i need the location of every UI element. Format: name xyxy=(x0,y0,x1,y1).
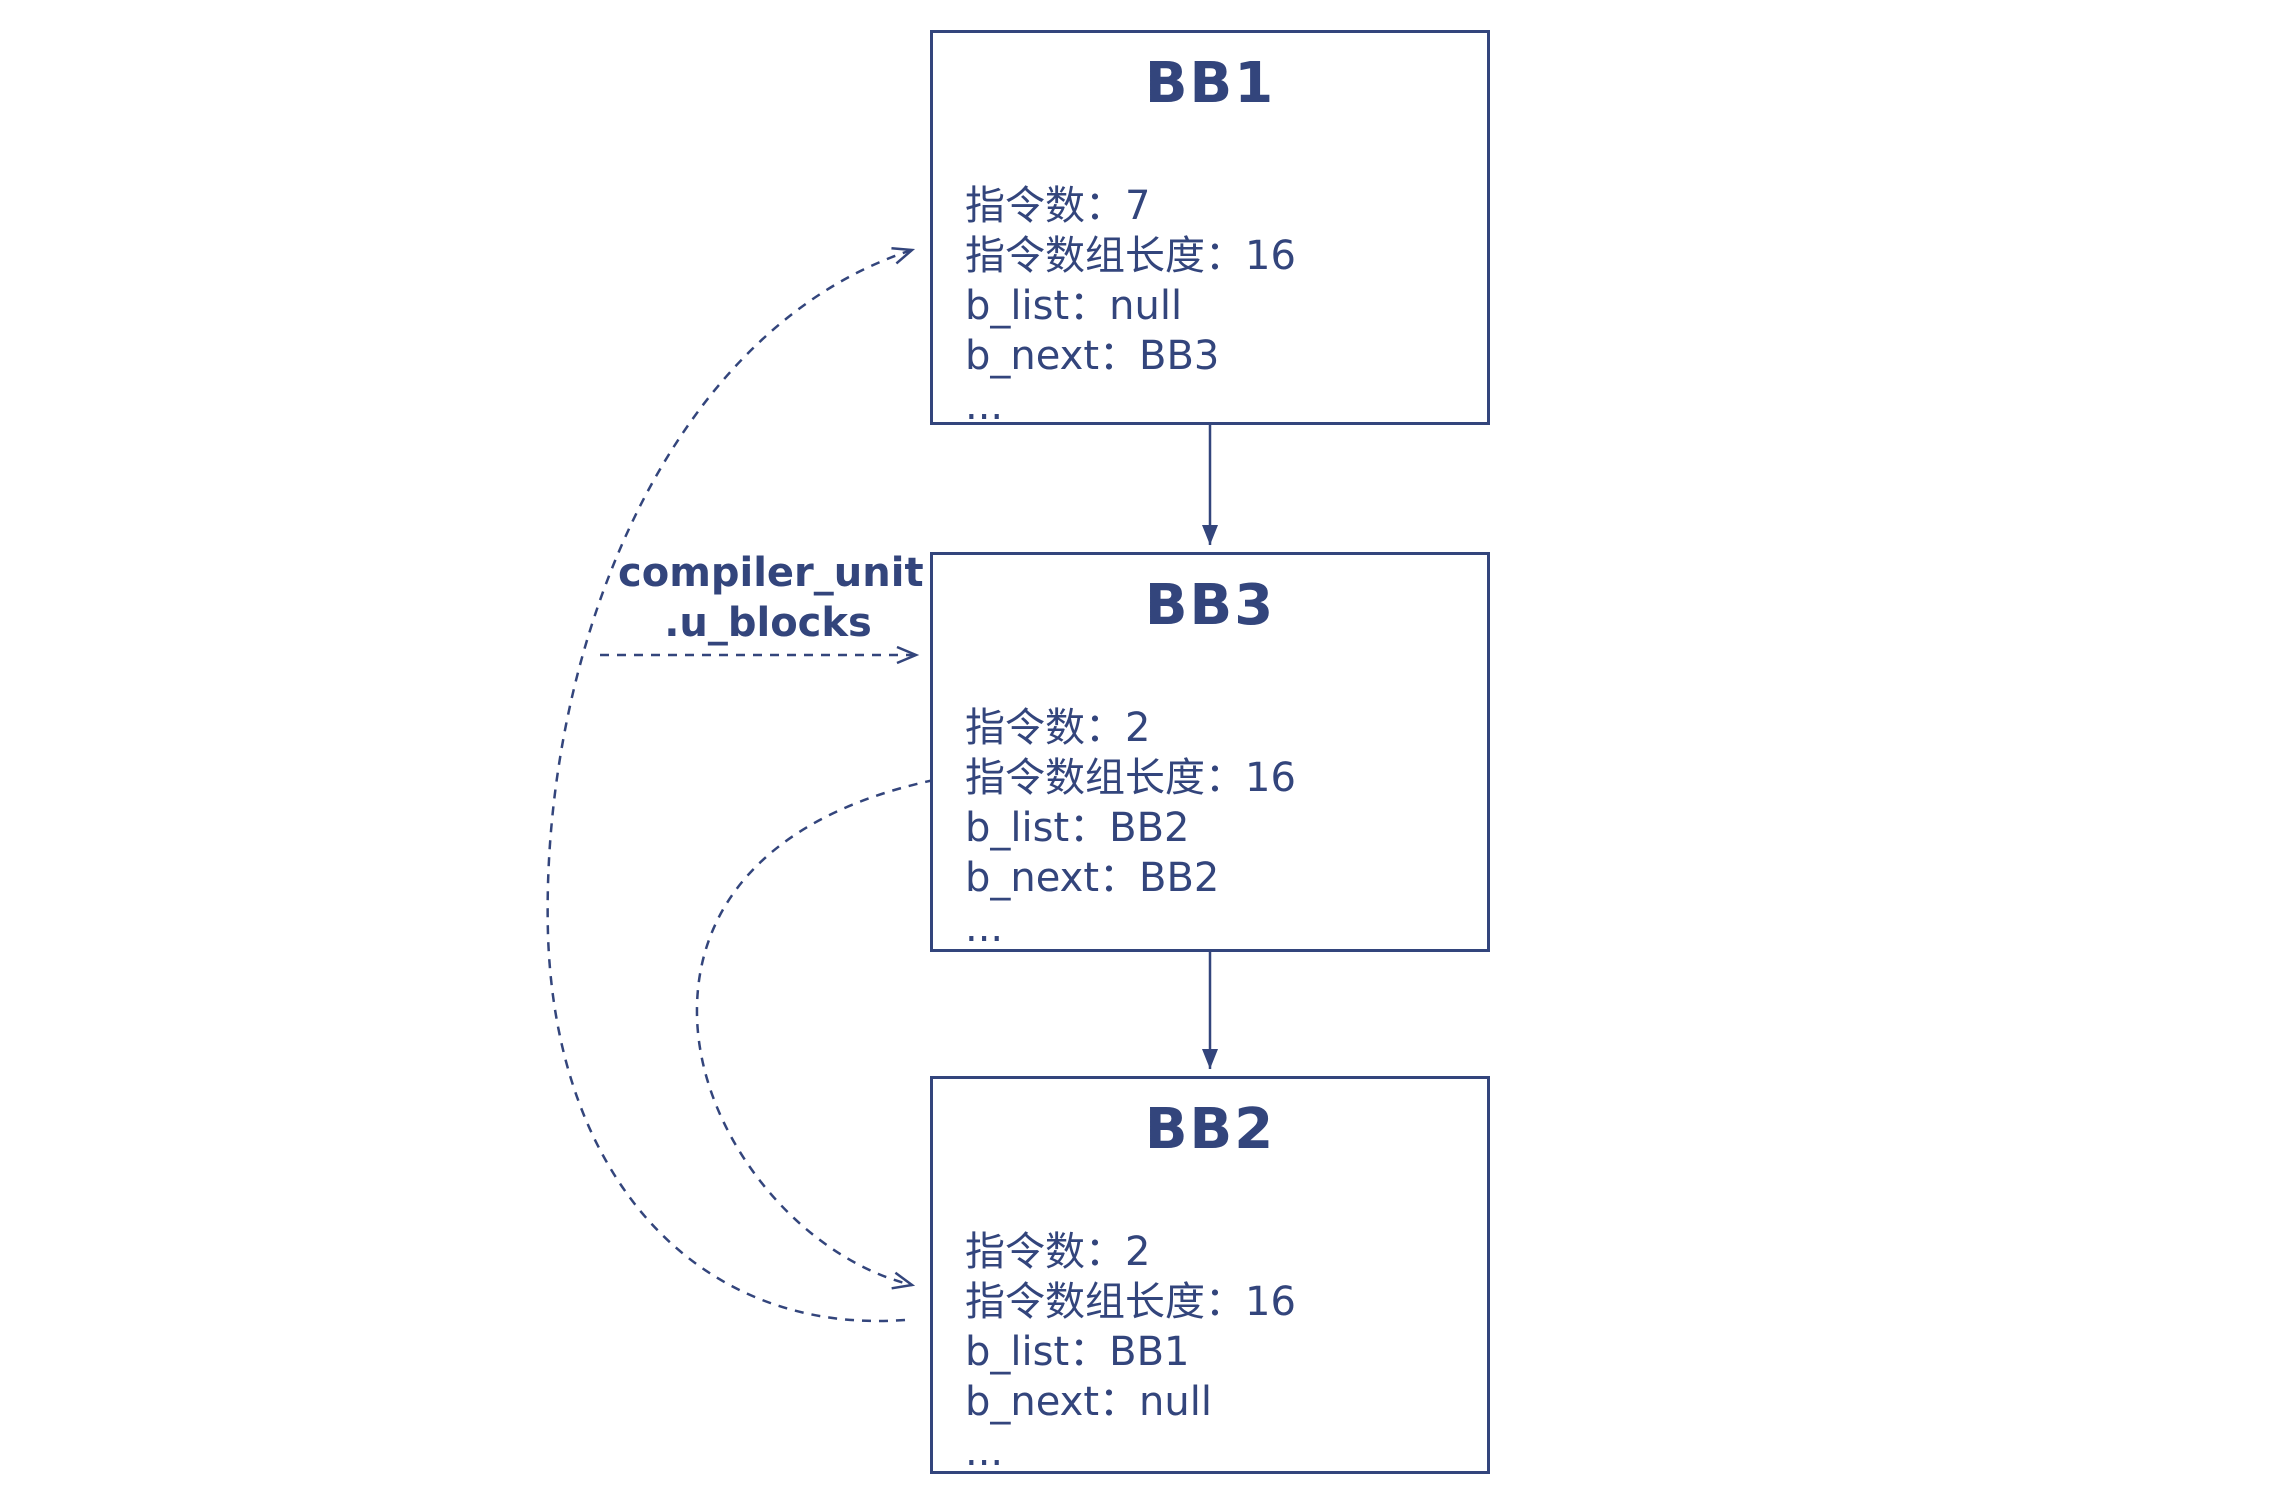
block-bb2: BB2 指令数：2 指令数组长度：16 b_list：BB1 b_next：nu… xyxy=(930,1076,1490,1477)
pointer-label-line2: .u_blocks xyxy=(664,600,872,646)
block-field: b_list：null xyxy=(965,283,1183,329)
block-field: 指令数：2 xyxy=(965,1229,1151,1275)
block-bb1-title: BB1 xyxy=(1144,51,1276,116)
block-field-ellipsis: ... xyxy=(965,905,1004,951)
block-bb1-fields: 指令数：7 指令数组长度：16 b_list：null b_next：BB3 .… xyxy=(965,181,1477,431)
block-field: 指令数：2 xyxy=(965,705,1151,751)
block-bb2-fields: 指令数：2 指令数组长度：16 b_list：BB1 b_next：null .… xyxy=(965,1227,1477,1477)
block-field: b_list：BB2 xyxy=(965,805,1190,851)
block-bb1: BB1 指令数：7 指令数组长度：16 b_list：null b_next：B… xyxy=(930,30,1490,429)
pointer-label: compiler_unit .u_blocks xyxy=(618,548,924,648)
pointer-label-line1: compiler_unit xyxy=(618,550,924,596)
block-field: b_next：BB2 xyxy=(965,855,1220,901)
block-bb3-title: BB3 xyxy=(1144,573,1276,638)
block-field-ellipsis: ... xyxy=(965,1429,1004,1475)
block-field: b_next：null xyxy=(965,1379,1212,1425)
arrow-bb3-blist-to-bb2 xyxy=(695,778,935,1290)
block-bb3: BB3 指令数：2 指令数组长度：16 b_list：BB2 b_next：BB… xyxy=(930,552,1490,952)
block-field: b_list：BB1 xyxy=(965,1329,1190,1375)
block-field: 指令数组长度：16 xyxy=(965,1279,1296,1325)
block-field: 指令数组长度：16 xyxy=(965,755,1296,801)
block-field: 指令数：7 xyxy=(965,183,1151,229)
block-bb3-fields: 指令数：2 指令数组长度：16 b_list：BB2 b_next：BB2 ..… xyxy=(965,703,1477,953)
block-field: 指令数组长度：16 xyxy=(965,233,1296,279)
block-field-ellipsis: ... xyxy=(965,383,1004,429)
arrow-bb2-blist-to-bb1 xyxy=(546,247,916,1323)
block-field: b_next：BB3 xyxy=(965,333,1220,379)
block-bb2-title: BB2 xyxy=(1144,1097,1276,1162)
